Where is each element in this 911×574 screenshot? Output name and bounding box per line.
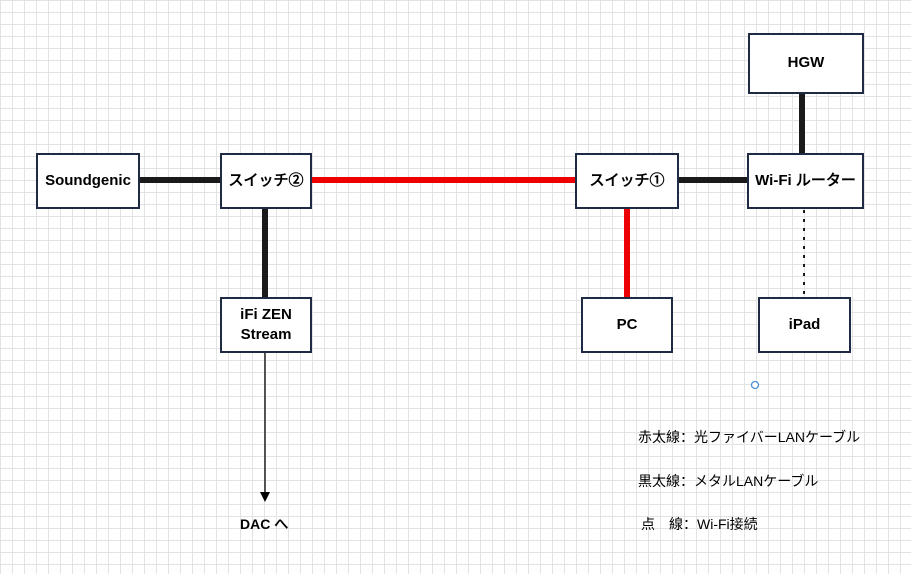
node-hgw[interactable]: HGW [748, 33, 864, 94]
node-switch2-label: スイッチ② [228, 171, 304, 189]
dac-label: DAC へ [240, 516, 289, 532]
node-hgw-label: HGW [787, 54, 825, 72]
node-soundgenic-label: Soundgenic [45, 171, 131, 189]
node-soundgenic[interactable]: Soundgenic [36, 153, 140, 209]
legend-black-line: 黒太線：メタルLANケーブル [638, 473, 819, 489]
node-switch2[interactable]: スイッチ② [220, 153, 312, 209]
node-ifi-zen-stream[interactable]: iFi ZEN Stream [220, 297, 312, 353]
node-wifi-router-label: Wi-Fi ルーター [755, 171, 856, 189]
node-ipad[interactable]: iPad [758, 297, 851, 353]
node-pc-label: PC [616, 315, 638, 333]
node-wifi-router[interactable]: Wi-Fi ルーター [747, 153, 864, 209]
node-ipad-label: iPad [788, 315, 821, 333]
node-pc[interactable]: PC [581, 297, 673, 353]
node-switch1[interactable]: スイッチ① [575, 153, 679, 209]
node-ifi-zen-stream-label: iFi ZEN Stream [240, 305, 292, 343]
selection-handle[interactable] [750, 380, 760, 390]
node-switch1-label: スイッチ① [589, 171, 665, 189]
legend-red-line: 赤太線：光ファイバーLANケーブル [638, 429, 861, 445]
legend-dotted-line: 点 線：Wi-Fi接続 [641, 516, 758, 532]
